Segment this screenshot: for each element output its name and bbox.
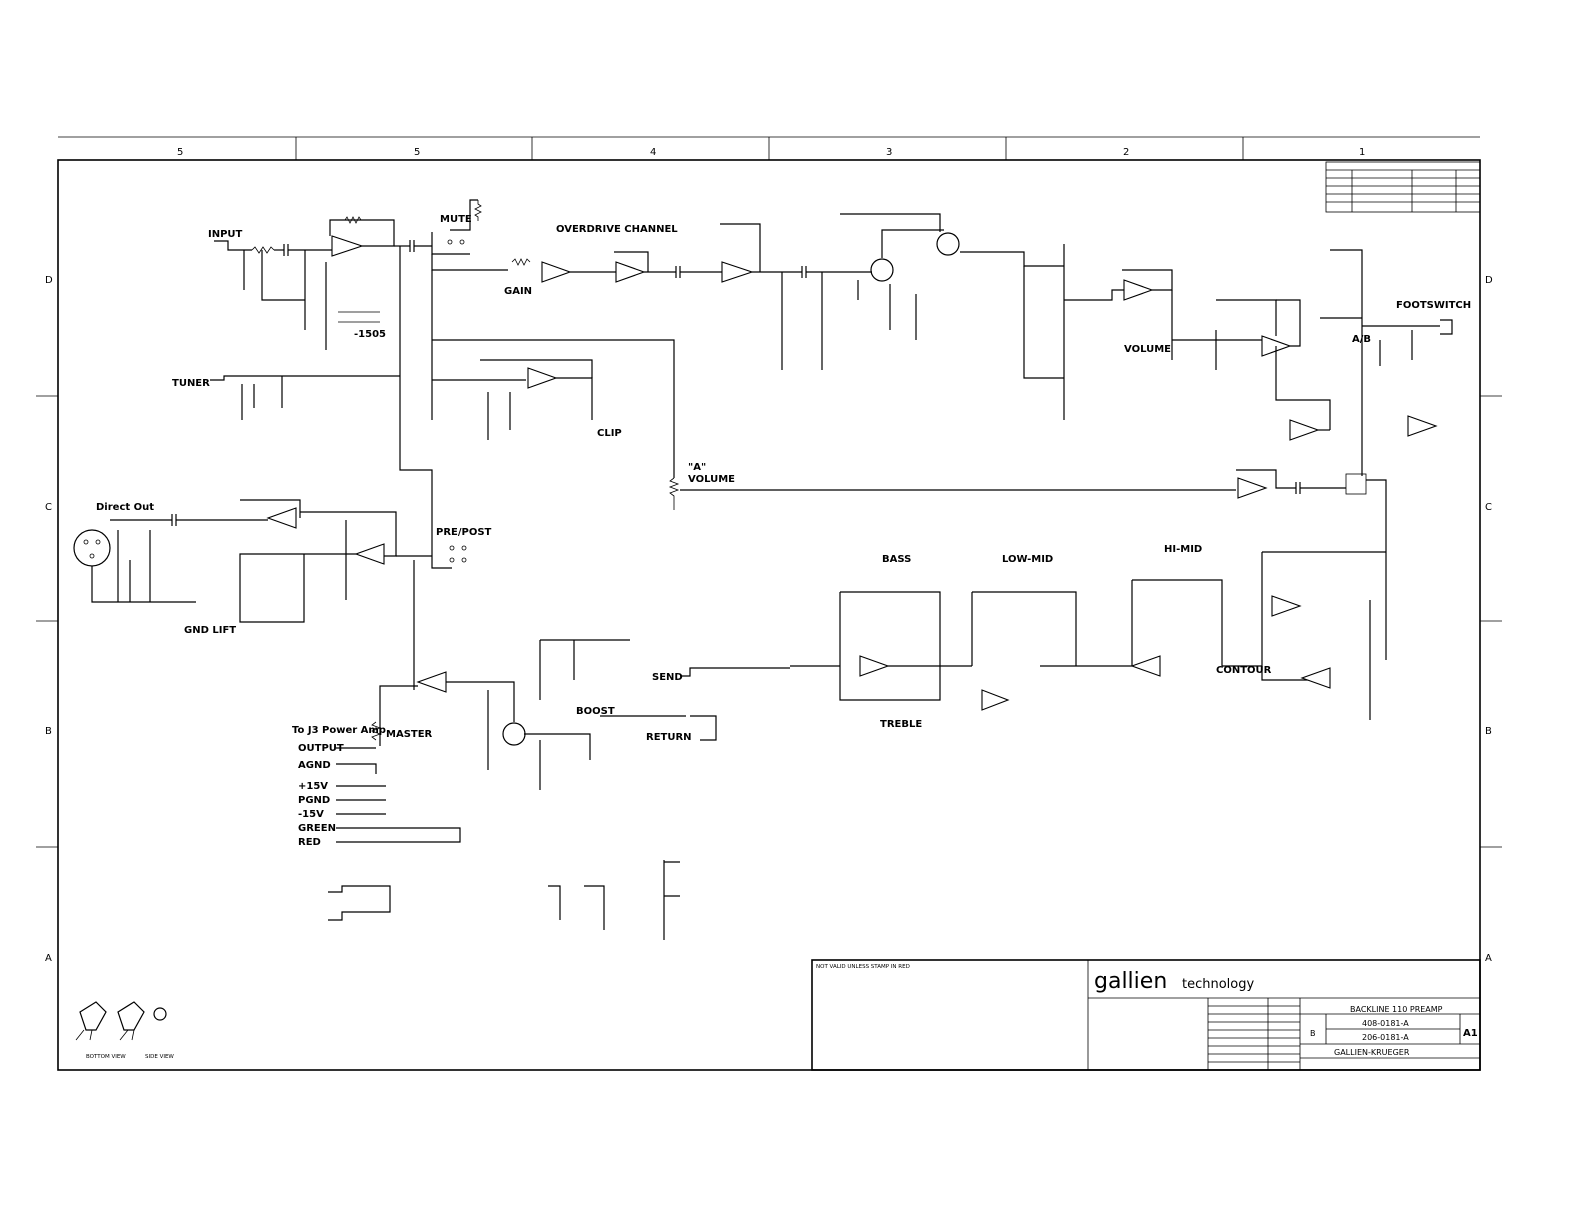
opamp-direct-2	[354, 543, 385, 565]
zone-left-2: C	[45, 502, 52, 513]
not-valid-text: NOT VALID UNLESS STAMP IN RED	[816, 964, 910, 970]
brand-sub: technology	[1182, 977, 1254, 992]
part-number: 206-0181-A	[1362, 1033, 1409, 1042]
output-label: OUTPUT	[298, 743, 344, 754]
opamp-input	[331, 235, 364, 257]
zone-left-4: A	[45, 953, 52, 964]
zone-top-4: 3	[886, 147, 892, 158]
effects-loop: SEND RETURN BOOST	[440, 639, 790, 790]
opamp-contour-1	[1271, 595, 1302, 617]
opamp-overdrive-1	[541, 261, 572, 283]
bottom-view-label: BOTTOM VIEW	[86, 1054, 126, 1060]
zone-top-6: 1	[1359, 147, 1365, 158]
drawing-title: BACKLINE 110 PREAMP	[1350, 1005, 1443, 1014]
a-volume-section: "A" VOLUME	[668, 462, 1346, 510]
a-volume-quote: "A"	[688, 462, 706, 473]
agnd-label: AGND	[298, 760, 331, 771]
volume-label: VOLUME	[1124, 344, 1171, 355]
zone-right-3: B	[1485, 726, 1492, 737]
return-label: RETURN	[646, 732, 692, 743]
drawing-frame	[36, 136, 1502, 1071]
jfet-2	[936, 232, 960, 256]
zone-right-4: A	[1485, 953, 1492, 964]
opamp-low-mid	[981, 689, 1010, 711]
zone-top-1: 5	[177, 147, 183, 158]
tone-stack: BASS LOW-MID HI-MID CONTOUR TREBLE	[790, 544, 1386, 730]
jfet-boost	[502, 722, 526, 746]
volume-section: VOLUME	[1023, 244, 1331, 441]
opamp-clip	[527, 367, 558, 389]
opamp-direct-1	[266, 507, 297, 529]
side-view-label: SIDE VIEW	[145, 1054, 174, 1060]
sheet-size: A1	[1463, 1028, 1478, 1039]
low-mid-label: LOW-MID	[1002, 554, 1053, 565]
zone-left-1: D	[45, 275, 53, 286]
bass-label: BASS	[882, 554, 911, 565]
xlr-connector	[73, 529, 111, 567]
analog-switch	[1345, 473, 1367, 495]
hi-mid-label: HI-MID	[1164, 544, 1202, 555]
red-label: RED	[298, 837, 321, 848]
footswitch-label: FOOTSWITCH	[1396, 300, 1471, 311]
zone-right-1: D	[1485, 275, 1493, 286]
opamp-bass	[859, 655, 890, 677]
opamp-volume	[1123, 279, 1154, 301]
misc-bottom	[328, 860, 680, 940]
green-label: GREEN	[298, 823, 336, 834]
opamp-contour-2	[1300, 667, 1331, 689]
opamp-channel-mix	[1237, 477, 1268, 499]
send-label: SEND	[652, 672, 683, 683]
direct-out-label: Direct Out	[96, 502, 154, 513]
input-section: INPUT -1505	[208, 216, 432, 350]
company-name: GALLIEN-KRUEGER	[1334, 1048, 1410, 1057]
zone-labels: 5 5 4 3 2 1 D C B A D C B A	[45, 147, 1493, 964]
zone-left-3: B	[45, 726, 52, 737]
zone-right-2: C	[1485, 502, 1492, 513]
treble-label: TREBLE	[880, 719, 922, 730]
zone-top-5: 2	[1123, 147, 1129, 158]
pre-post-label: PRE/POST	[436, 527, 492, 538]
master-output: MASTER To J3 Power Amp OUTPUT AGND +15V …	[292, 671, 461, 848]
pgnd-label: PGND	[298, 795, 330, 806]
overdrive-channel: OVERDRIVE CHANNEL GAIN	[431, 213, 1064, 370]
boost-label: BOOST	[576, 706, 615, 717]
a-volume-label: VOLUME	[688, 474, 735, 485]
opamp-overdrive-2	[615, 261, 646, 283]
opamp-overdrive-3	[721, 261, 754, 283]
contour-label: CONTOUR	[1216, 665, 1272, 676]
opamp-volume-3	[1289, 419, 1320, 441]
component-views: BOTTOM VIEW SIDE VIEW	[75, 1001, 174, 1060]
input-label: INPUT	[208, 229, 243, 240]
clip-section: CLIP	[432, 339, 675, 478]
master-label: MASTER	[386, 729, 433, 740]
to-j3-label: To J3 Power Amp	[292, 725, 386, 736]
drawing-number: 408-0181-A	[1362, 1019, 1409, 1028]
gnd-lift-label: GND LIFT	[184, 625, 236, 636]
pre-post-switch: PRE/POST	[413, 527, 492, 690]
neg-1505-label: -1505	[354, 329, 386, 340]
clip-label: CLIP	[597, 428, 622, 439]
opamp-hi-mid	[1130, 655, 1161, 677]
revision: B	[1310, 1029, 1316, 1038]
tuner-section: TUNER	[172, 246, 433, 540]
n15v-label: -15V	[298, 809, 324, 820]
zone-top-3: 4	[650, 147, 656, 158]
mute-switch: MUTE	[431, 199, 482, 255]
brand-main: gallien	[1094, 969, 1167, 994]
p15v-label: +15V	[298, 781, 328, 792]
opamp-spare	[1407, 415, 1438, 437]
title-block: NOT VALID UNLESS STAMP IN RED gallien te…	[811, 959, 1481, 1071]
tuner-label: TUNER	[172, 378, 210, 389]
mute-label: MUTE	[440, 214, 472, 225]
opamp-master	[416, 671, 447, 693]
overdrive-channel-label: OVERDRIVE CHANNEL	[556, 224, 678, 235]
revision-table	[1325, 161, 1481, 213]
footswitch-section: FOOTSWITCH A/B	[1320, 249, 1471, 660]
zone-top-2: 5	[414, 147, 420, 158]
jfet-1	[870, 258, 894, 282]
direct-out-section: Direct Out GND LIFT	[73, 499, 432, 636]
gain-label: GAIN	[504, 286, 532, 297]
